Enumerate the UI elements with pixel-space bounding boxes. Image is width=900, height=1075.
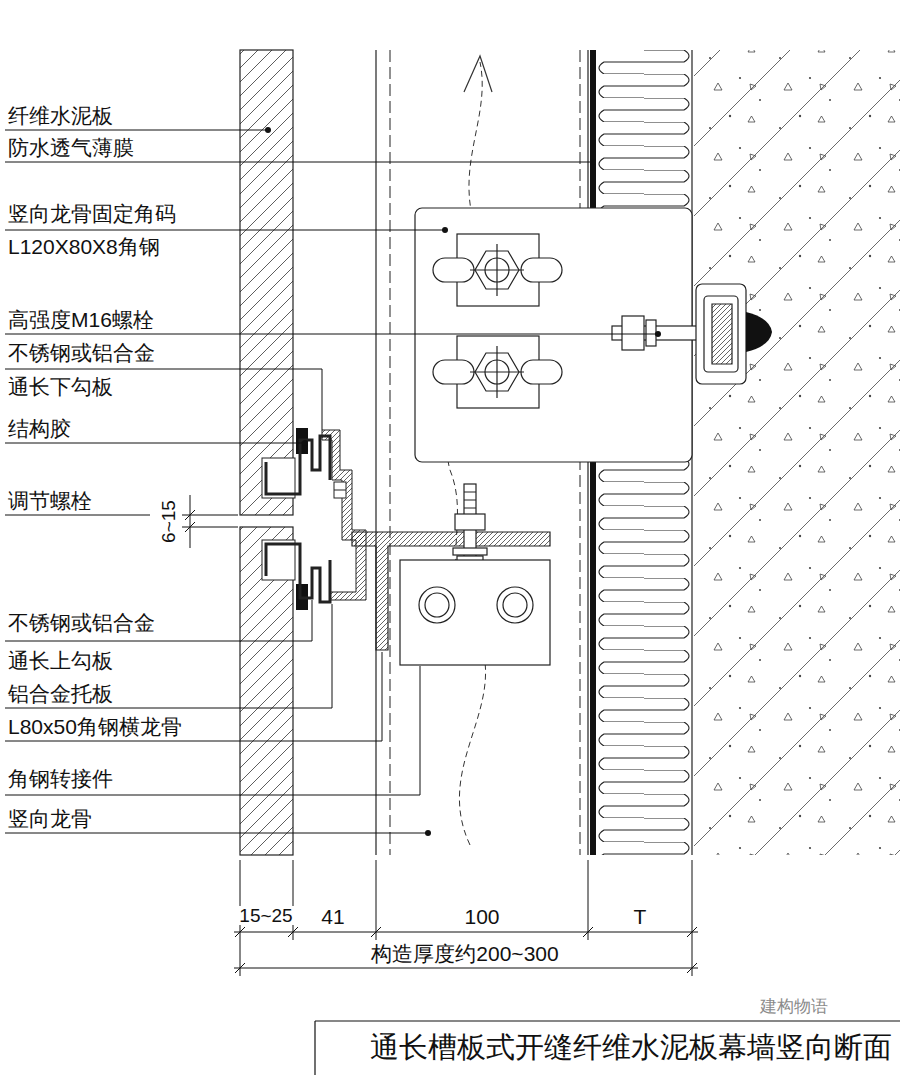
part-label: L80x50角钢横龙骨 bbox=[8, 716, 182, 737]
watermark: 建构物语 bbox=[760, 998, 828, 1015]
drawing-title: 通长槽板式开缝纤维水泥板幕墙竖向断面 bbox=[370, 1033, 892, 1062]
part-label: 结构胶 bbox=[8, 418, 71, 439]
dimension-text: 41 bbox=[320, 906, 345, 927]
part-label: 角钢转接件 bbox=[8, 768, 113, 789]
part-label: 调节螺栓 bbox=[8, 490, 92, 511]
part-label: 不锈钢或铝合金 bbox=[8, 612, 155, 633]
dimension-text: 15~25 bbox=[238, 906, 293, 925]
part-label: 竖向龙骨固定角码 bbox=[8, 203, 176, 224]
part-label: 铝合金托板 bbox=[8, 683, 113, 704]
dimension-text: T bbox=[633, 906, 648, 927]
part-label: L120X80X8角钢 bbox=[8, 236, 160, 257]
dimension-text: 100 bbox=[463, 906, 500, 927]
part-label: 防水透气薄膜 bbox=[8, 137, 134, 158]
part-label: 通长下勾板 bbox=[8, 376, 113, 397]
part-label: 高强度M16螺栓 bbox=[8, 309, 154, 330]
part-label: 通长上勾板 bbox=[8, 650, 113, 671]
dimension-text: 构造厚度约200~300 bbox=[370, 943, 559, 964]
part-label: 不锈钢或铝合金 bbox=[8, 342, 155, 363]
part-label: 竖向龙骨 bbox=[8, 808, 92, 829]
part-label: 纤维水泥板 bbox=[8, 105, 113, 126]
dimension-text: 6~15 bbox=[158, 500, 177, 543]
